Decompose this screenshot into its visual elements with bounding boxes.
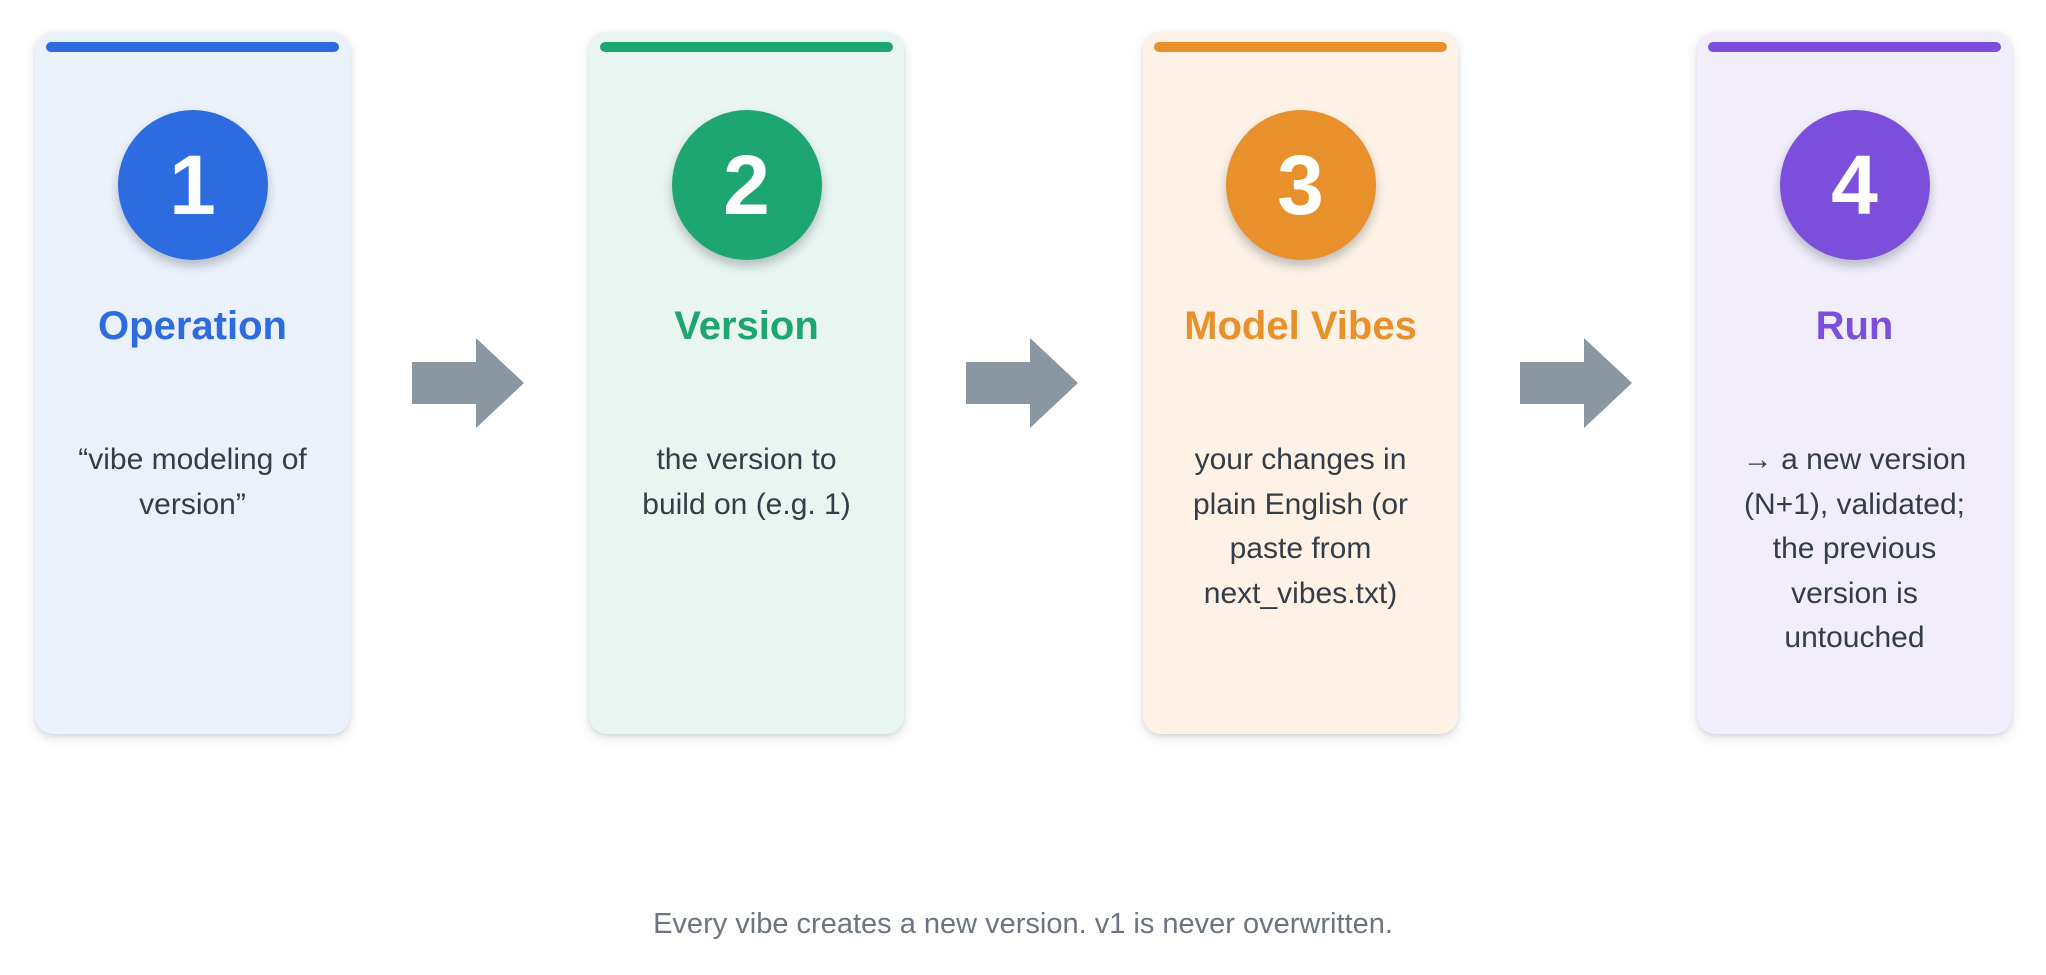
footer-note: Every vibe creates a new version. v1 is …	[653, 908, 1393, 940]
step-number-badge: 4	[1779, 110, 1930, 260]
step-description: “vibe modeling of version”	[78, 443, 307, 521]
right-arrow-icon	[1520, 338, 1632, 428]
right-arrow-icon	[966, 338, 1078, 428]
step-card-model-vibes: 3 Model Vibes your changes in plain Engl…	[1143, 32, 1458, 734]
right-arrow-icon	[412, 338, 524, 428]
step-card-operation: 1 Operation “vibe modeling of version”	[35, 32, 350, 734]
step-number-badge: 2	[671, 110, 822, 260]
step-title: Model Vibes	[1184, 304, 1417, 348]
step-card-version: 2 Version the version to build on (e.g. …	[589, 32, 904, 734]
step-title: Version	[674, 304, 819, 348]
step-title: Operation	[98, 304, 287, 348]
step-accent-bar	[600, 42, 893, 52]
step-number: 1	[169, 138, 216, 232]
step-accent-bar	[1154, 42, 1447, 52]
step-card-run: 4 Run → a new version (N+1), validated; …	[1697, 32, 2012, 734]
step-number: 2	[723, 138, 770, 232]
step-title: Run	[1815, 304, 1894, 348]
step-accent-bar	[46, 42, 339, 52]
step-number: 3	[1277, 138, 1324, 232]
step-number-badge: 1	[117, 110, 268, 260]
step-number-badge: 3	[1225, 110, 1376, 260]
step-number: 4	[1831, 138, 1878, 232]
step-description: → a new version (N+1), validated; the pr…	[1742, 443, 1967, 654]
step-description: your changes in plain English (or paste …	[1192, 443, 1409, 610]
step-description: the version to build on (e.g. 1)	[642, 443, 851, 521]
step-accent-bar	[1708, 42, 2001, 52]
